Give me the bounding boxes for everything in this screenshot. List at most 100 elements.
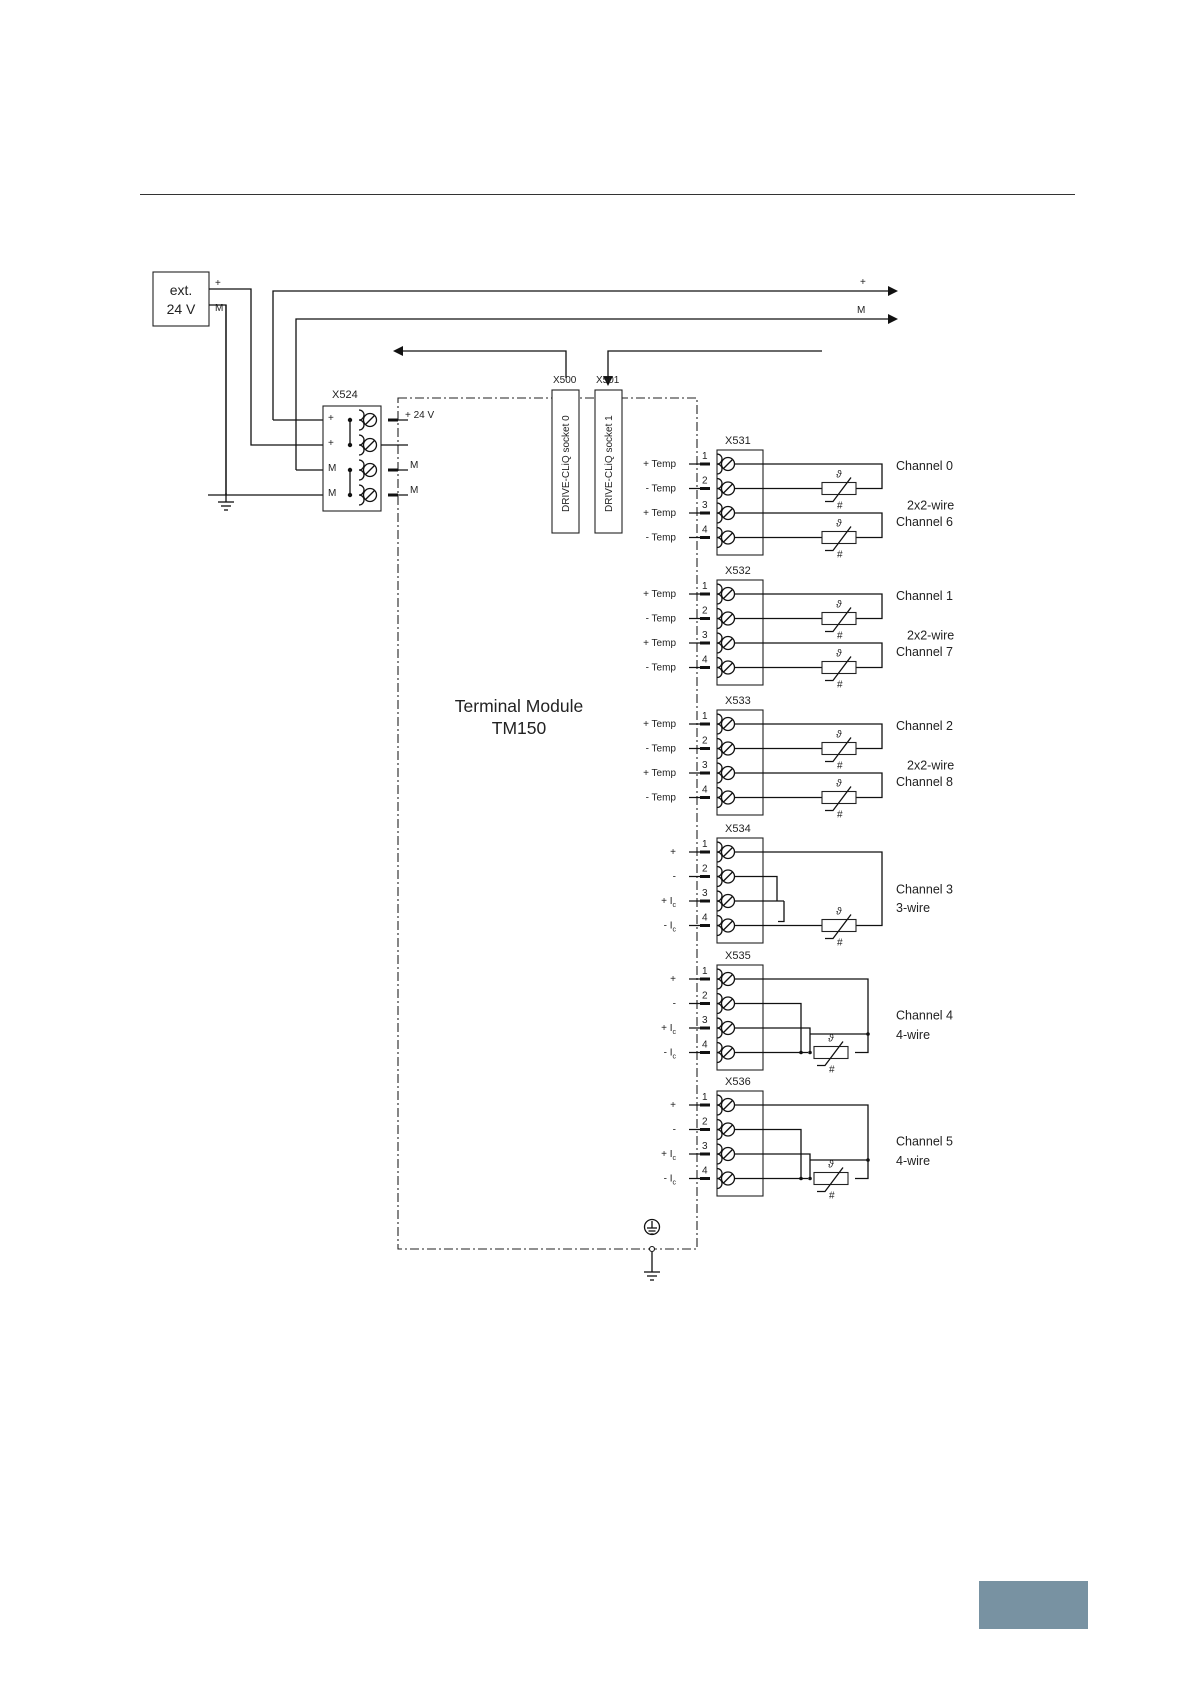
supply-m-label: M xyxy=(215,303,223,314)
x524-terminal-2 xyxy=(358,434,378,456)
bus-m-line xyxy=(295,318,888,470)
pin-number: 2 xyxy=(702,1117,708,1128)
channel-wiring: ϑ# xyxy=(763,1104,870,1202)
signal-label: + xyxy=(670,1100,676,1111)
signal-label: - Temp xyxy=(646,533,677,544)
header-rule xyxy=(140,194,1075,195)
svg-text:Channel 1: Channel 1 xyxy=(896,589,953,603)
signal-label: - Temp xyxy=(646,484,677,495)
module-title-2: TM150 xyxy=(492,718,547,738)
supply-plus-label: + xyxy=(215,278,221,289)
signal-label: + Temp xyxy=(643,508,676,519)
pin-number: 1 xyxy=(702,839,708,850)
terminal-1 xyxy=(716,713,736,735)
signal-label: - Ic xyxy=(664,1174,677,1187)
signal-label: - Temp xyxy=(646,614,677,625)
terminal-2 xyxy=(716,607,736,630)
signal-label: + xyxy=(670,847,676,858)
terminal-1 xyxy=(716,968,736,990)
pin-number: 3 xyxy=(702,500,708,511)
pin-number: 2 xyxy=(702,606,708,617)
wire-supply-plus xyxy=(209,288,323,446)
wire-supply-m xyxy=(208,304,227,496)
x524-terminal-4 xyxy=(358,484,378,506)
svg-text:#: # xyxy=(837,550,843,561)
connector-body xyxy=(716,1090,764,1197)
svg-text:2x2-wire: 2x2-wire xyxy=(907,759,954,773)
signal-label: + Temp xyxy=(643,589,676,600)
svg-text:#: # xyxy=(837,501,843,512)
svg-text:Channel 8: Channel 8 xyxy=(896,775,953,789)
temperature-sensor: ϑ# xyxy=(813,1160,849,1202)
svg-text:#: # xyxy=(837,810,843,821)
x524-out-3: M xyxy=(410,460,418,471)
connector-body xyxy=(716,837,764,944)
page-number-box xyxy=(979,1581,1088,1629)
connector-name: X532 xyxy=(725,565,751,577)
terminal-2 xyxy=(716,737,736,760)
terminal-1 xyxy=(716,841,736,863)
protective-earth-icon xyxy=(643,1218,661,1236)
signal-label: - xyxy=(673,999,676,1010)
connector-body xyxy=(716,579,764,686)
x524-label: X524 xyxy=(332,389,358,401)
bus-m-arrow xyxy=(888,314,898,324)
pin-number: 4 xyxy=(702,913,708,924)
signal-label: + Ic xyxy=(661,1149,676,1162)
signal-label: - Ic xyxy=(664,921,677,934)
x501-label: X501 xyxy=(596,375,620,386)
terminal-4 xyxy=(716,1041,736,1064)
channel-wiring: ϑ# xyxy=(763,978,870,1076)
drive-cliq-socket-1 xyxy=(594,389,623,534)
svg-text:#: # xyxy=(837,761,843,772)
temperature-sensor: ϑ# xyxy=(813,1034,849,1076)
terminal-4 xyxy=(716,526,736,549)
terminal-3 xyxy=(716,632,736,654)
svg-text:ϑ: ϑ xyxy=(836,600,842,611)
terminal-4 xyxy=(716,1167,736,1190)
svg-text:#: # xyxy=(837,680,843,691)
temperature-sensor: ϑ# xyxy=(821,649,857,691)
pin-number: 4 xyxy=(702,1166,708,1177)
socket1-label: DRIVE-CLiQ socket 1 xyxy=(604,415,615,512)
pin-number: 3 xyxy=(702,760,708,771)
svg-text:2x2-wire: 2x2-wire xyxy=(907,629,954,643)
terminal-2 xyxy=(716,865,736,888)
temperature-sensor: ϑ# xyxy=(821,600,857,642)
supply-box xyxy=(152,271,210,327)
terminal-1 xyxy=(716,453,736,475)
x524-inner-1: + xyxy=(328,413,334,424)
bus-plus-line xyxy=(272,290,888,420)
svg-text:Channel 3: Channel 3 xyxy=(896,883,953,897)
drive-cliq-socket-0 xyxy=(551,389,580,534)
svg-text:Channel 6: Channel 6 xyxy=(896,515,953,529)
x524-inner-4: M xyxy=(328,488,336,499)
channel-wiring: ϑ# xyxy=(763,851,883,949)
connector-body xyxy=(716,709,764,816)
pin-number: 4 xyxy=(702,785,708,796)
svg-text:Channel 2: Channel 2 xyxy=(896,719,953,733)
x524-terminal-3 xyxy=(358,459,378,481)
connector-name: X531 xyxy=(725,435,751,447)
svg-text:ϑ: ϑ xyxy=(836,519,842,530)
supply-label-1: ext. xyxy=(170,282,193,298)
pin-number: 4 xyxy=(702,525,708,536)
terminal-2 xyxy=(716,992,736,1015)
temperature-sensor: ϑ# xyxy=(821,470,857,512)
terminal-4 xyxy=(716,914,736,937)
x524-out-1: + 24 V xyxy=(405,410,435,421)
connector-body xyxy=(716,449,764,556)
x524-terminals xyxy=(358,409,378,506)
x524-inner-3: M xyxy=(328,463,336,474)
signal-label: + Temp xyxy=(643,768,676,779)
connector-name: X533 xyxy=(725,695,751,707)
svg-text:4-wire: 4-wire xyxy=(896,1154,930,1168)
terminal-3 xyxy=(716,890,736,912)
svg-text:Channel 5: Channel 5 xyxy=(896,1135,953,1149)
signal-label: - xyxy=(673,1125,676,1136)
